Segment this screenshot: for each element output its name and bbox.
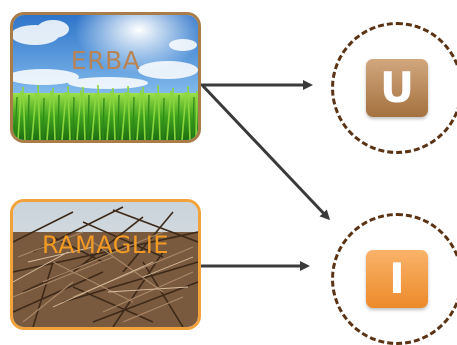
branches-image: [13, 202, 198, 327]
u-letter: U: [379, 63, 415, 112]
ramaglie-card: RAMAGLIE: [10, 199, 201, 330]
target-i-circle: I: [331, 213, 457, 345]
erba-label: ERBA: [70, 46, 141, 75]
erba-card: ERBA: [10, 12, 201, 143]
target-u-circle: U: [331, 22, 457, 154]
arrow-erba-to-i: [201, 84, 331, 221]
i-letter: I: [389, 254, 405, 303]
grass-sky-image: [13, 15, 198, 140]
i-badge: I: [366, 250, 428, 308]
ramaglie-label: RAMAGLIE: [41, 231, 170, 259]
u-badge: U: [366, 59, 428, 117]
